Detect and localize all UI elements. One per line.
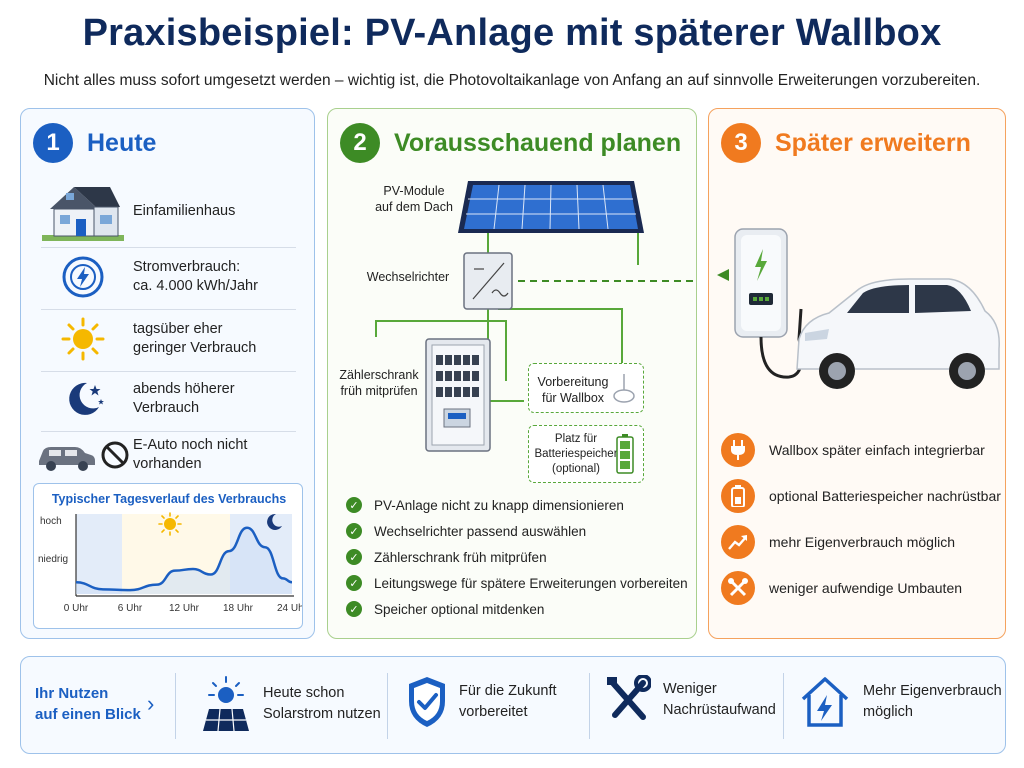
chart-line bbox=[75, 526, 293, 592]
panel-title: Später erweitern bbox=[775, 128, 971, 157]
electric-car-icon bbox=[796, 278, 1000, 389]
panel-header: 1 Heute bbox=[33, 123, 156, 163]
panel-header: 3 Später erweitern bbox=[721, 123, 971, 163]
solar-panel-icon bbox=[203, 676, 249, 732]
battery-icon bbox=[616, 434, 634, 474]
tools-icon bbox=[607, 675, 651, 720]
row-house: Einfamilienhaus bbox=[33, 179, 303, 243]
label-inverter: Wechselrichter bbox=[366, 270, 450, 284]
page-title: Praxisbeispiel: PV-Anlage mit späterer W… bbox=[82, 12, 942, 54]
panel-heute: 1 Heute Einfamilienhaus bbox=[20, 108, 315, 639]
x-tick-label: 24 Uhr bbox=[277, 603, 302, 614]
panel-title: Heute bbox=[87, 128, 157, 157]
x-tick-label: 18 Uhr bbox=[223, 603, 254, 614]
power-meter-icon bbox=[33, 255, 133, 299]
chart-title: Typischer Tagesverlauf des Verbrauchs bbox=[51, 492, 287, 506]
plug-icon bbox=[721, 433, 755, 467]
check-item: ✓Leitungswege für spätere Erweiterungen … bbox=[346, 575, 688, 591]
house-bolt-icon bbox=[801, 677, 849, 727]
panel-header: 2 Vorausschauend planen bbox=[340, 123, 681, 163]
sun-icon bbox=[158, 512, 182, 536]
page-subtitle: Nicht alles muss sofort umgesetzt werden… bbox=[43, 72, 981, 89]
meter-cabinet-icon bbox=[425, 338, 491, 452]
check-icon: ✓ bbox=[346, 601, 362, 617]
row-text: Einfamilienhaus bbox=[133, 202, 236, 219]
row-ev: E-Auto noch nicht vorhanden bbox=[33, 435, 303, 475]
planning-diagram bbox=[375, 181, 695, 452]
check-item: ✓Speicher optional mitdenken bbox=[346, 601, 544, 617]
x-tick-label: 12 Uhr bbox=[169, 603, 200, 614]
moon-icon bbox=[33, 377, 133, 421]
check-icon: ✓ bbox=[346, 575, 362, 591]
check-icon: ✓ bbox=[346, 523, 362, 539]
x-tick-label: 0 Uhr bbox=[64, 603, 89, 614]
solar-panel-icon bbox=[458, 181, 644, 233]
x-tick-labels: 0 Uhr 6 Uhr 12 Uhr 18 Uhr 24 Uhr bbox=[64, 603, 302, 614]
benefit-item: Wallbox später einfach integrierbar bbox=[721, 433, 985, 467]
check-icon: ✓ bbox=[346, 549, 362, 565]
wallbox-car-illustration bbox=[717, 228, 1000, 389]
night-shade-morning bbox=[76, 514, 122, 594]
step-number: 2 bbox=[340, 123, 380, 163]
step-number: 1 bbox=[33, 123, 73, 163]
x-tick-label: 6 Uhr bbox=[118, 603, 143, 614]
check-item: ✓Wechselrichter passend auswählen bbox=[346, 523, 586, 539]
wallbox-icon bbox=[734, 228, 788, 338]
step-number: 3 bbox=[721, 123, 761, 163]
check-item: ✓PV-Anlage nicht zu knapp dimensionieren bbox=[346, 497, 624, 513]
sun-icon bbox=[33, 317, 133, 361]
consumption-chart: Typischer Tagesverlauf des Verbrauchs ho… bbox=[33, 483, 303, 629]
moon-icon bbox=[267, 513, 282, 530]
y-label-low: niedrig bbox=[38, 554, 68, 565]
benefit-item: optional Batteriespeicher nachrüstbar bbox=[721, 479, 1001, 513]
row-text: E-Auto noch nicht vorhanden bbox=[133, 437, 248, 472]
y-label-high: hoch bbox=[40, 516, 62, 527]
battery-icon bbox=[721, 479, 755, 513]
chart-canvas: hoch niedrig 0 Uhr 6 Uhr 12 Uhr 18 Uhr 24 Uh… bbox=[38, 512, 302, 614]
check-item: ✓Zählerschrank früh mitprüfen bbox=[346, 549, 547, 565]
house-icon bbox=[33, 179, 133, 243]
panel-title: Vorausschauend planen bbox=[394, 128, 682, 157]
row-day: tagsüber eher geringer Verbrauch bbox=[33, 317, 303, 361]
cable-icon bbox=[613, 374, 635, 403]
row-consumption: Stromverbrauch: ca. 4.000 kWh/Jahr bbox=[33, 255, 303, 299]
benefit-item: weniger aufwendige Umbauten bbox=[721, 571, 962, 605]
tools-icon bbox=[721, 571, 755, 605]
inverter-icon bbox=[463, 252, 513, 310]
chart-area bbox=[76, 527, 292, 594]
panel-erweitern: 3 Später erweitern Wallbox später einfac… bbox=[708, 108, 1006, 639]
benefit-item: mehr Eigenverbrauch möglich bbox=[721, 525, 955, 559]
panel-planen: 2 Vorausschauend planen bbox=[327, 108, 697, 639]
row-text: tagsüber eher geringer Verbrauch bbox=[133, 321, 257, 356]
trend-up-icon bbox=[721, 525, 755, 559]
row-text: abends höherer Verbrauch bbox=[133, 381, 235, 416]
shield-check-icon bbox=[409, 677, 445, 727]
car-prohibited-icon bbox=[33, 435, 133, 475]
check-icon: ✓ bbox=[346, 497, 362, 513]
arrow-icon bbox=[717, 269, 729, 281]
row-evening: abends höherer Verbrauch bbox=[33, 377, 303, 421]
row-text: Stromverbrauch: ca. 4.000 kWh/Jahr bbox=[133, 259, 258, 294]
chevron-right-icon: › bbox=[147, 691, 155, 716]
